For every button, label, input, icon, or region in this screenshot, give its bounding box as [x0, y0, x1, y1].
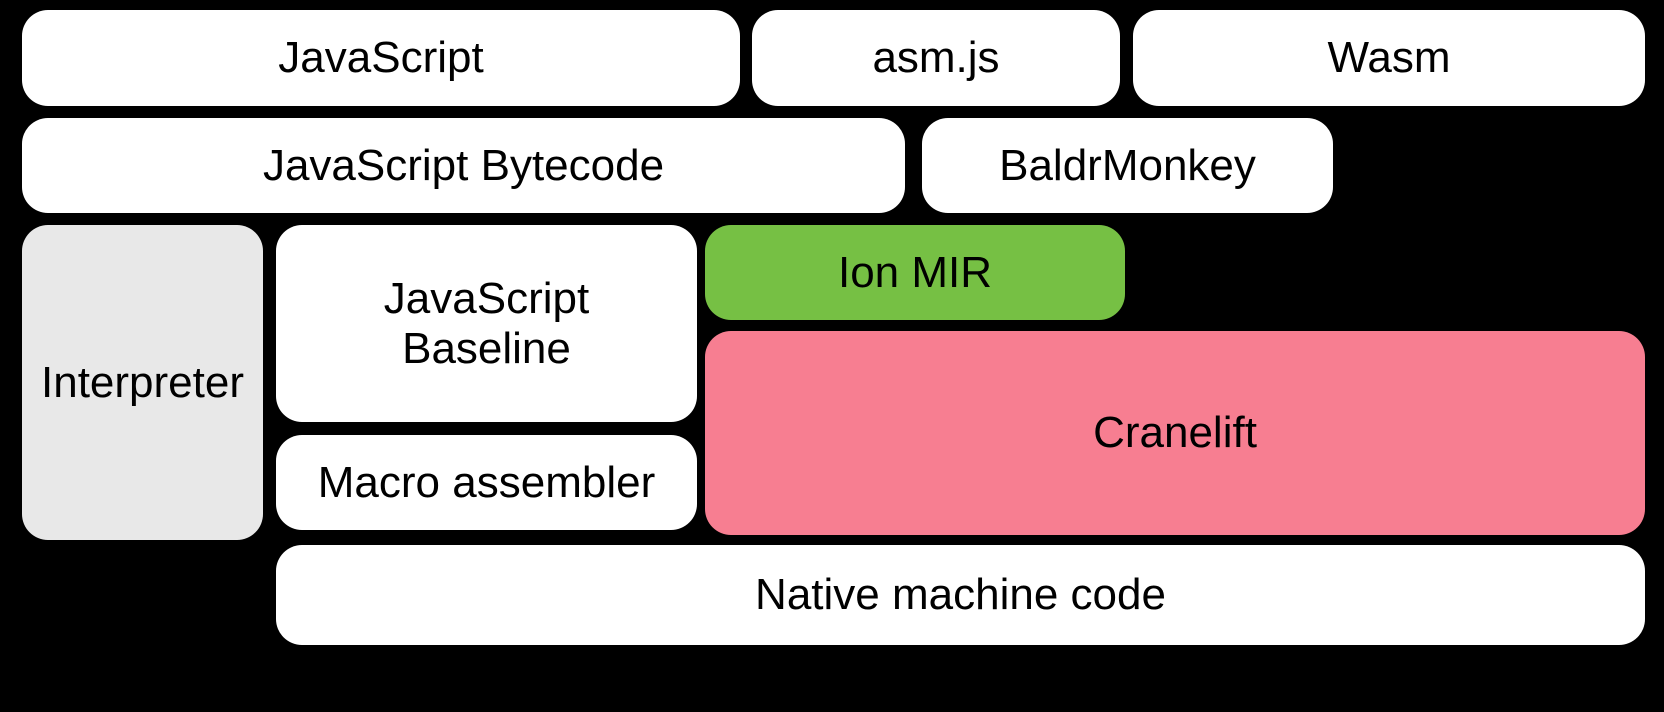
node-javascript-bytecode[interactable]: JavaScript Bytecode — [22, 118, 905, 213]
node-cranelift[interactable]: Cranelift — [705, 331, 1645, 535]
node-interpreter[interactable]: Interpreter — [22, 225, 263, 540]
node-baldrmonkey[interactable]: BaldrMonkey — [922, 118, 1333, 213]
node-macro-assembler[interactable]: Macro assembler — [276, 435, 697, 530]
node-javascript[interactable]: JavaScript — [22, 10, 740, 106]
node-native-machine-code[interactable]: Native machine code — [276, 545, 1645, 645]
node-javascript-baseline[interactable]: JavaScript Baseline — [276, 225, 697, 422]
node-wasm[interactable]: Wasm — [1133, 10, 1645, 106]
node-ion-mir[interactable]: Ion MIR — [705, 225, 1125, 320]
node-asmjs[interactable]: asm.js — [752, 10, 1120, 106]
